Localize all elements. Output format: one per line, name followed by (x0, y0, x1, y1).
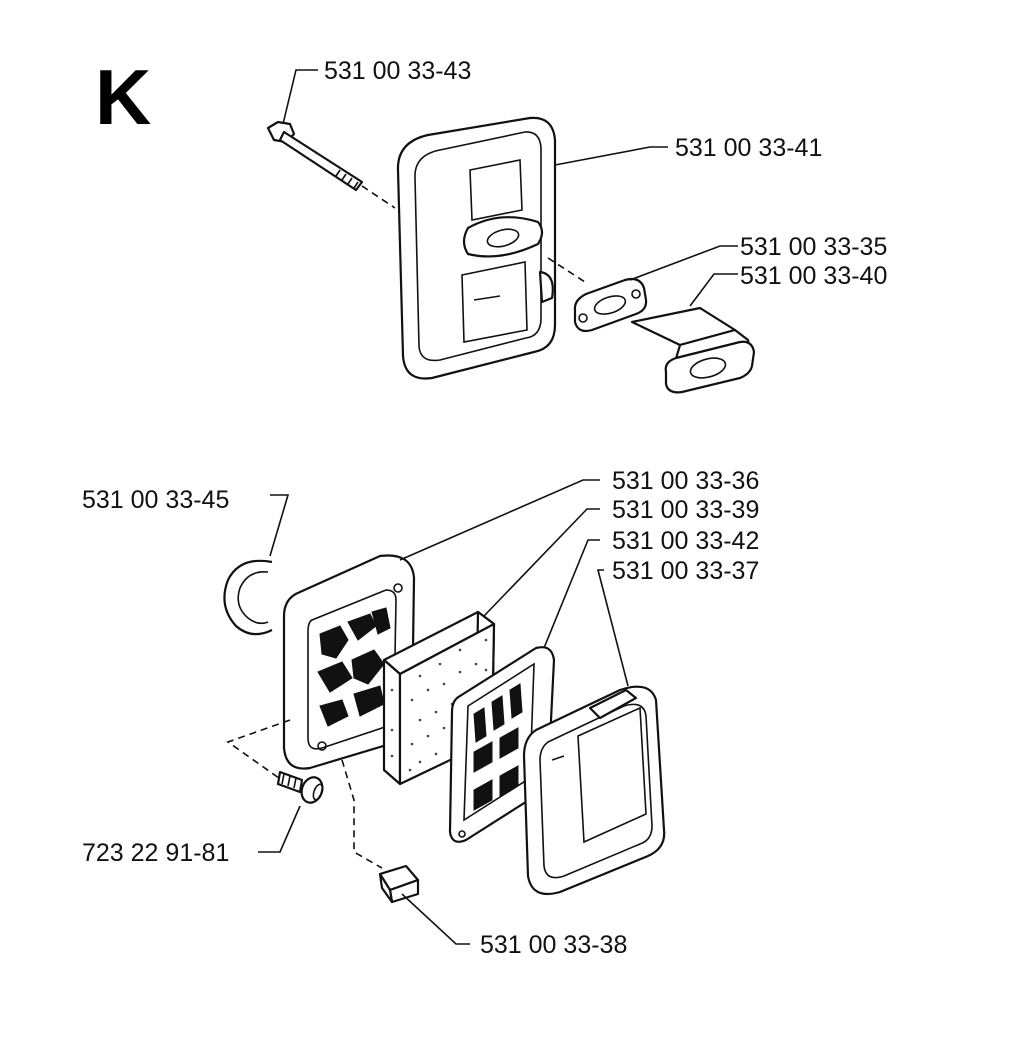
label-muffler: 531 00 33-41 (675, 134, 822, 162)
filter-o-ring (223, 559, 273, 636)
leader-filter-cover (596, 569, 629, 687)
label-gasket: 531 00 33-35 (740, 233, 887, 261)
filter-nut (378, 864, 420, 904)
exhaust-gasket (573, 277, 648, 333)
label-filter-sponge: 531 00 33-39 (612, 496, 759, 524)
filter-screw (276, 770, 324, 804)
label-filter-cover: 531 00 33-37 (612, 557, 759, 585)
label-nut: 531 00 33-38 (480, 931, 627, 959)
label-bolt: 531 00 33-43 (324, 57, 471, 85)
label-screw: 723 22 91-81 (82, 839, 229, 867)
leader-filter-housing (399, 479, 600, 561)
leader-filter-sponge (483, 508, 600, 617)
leader-deflector (689, 273, 738, 307)
leader-bolt (282, 69, 318, 125)
muffler-body (396, 116, 557, 380)
label-deflector: 531 00 33-40 (740, 262, 887, 290)
label-filter-holder: 531 00 33-42 (612, 527, 759, 555)
leader-nut (401, 893, 470, 945)
exhaust-deflector (630, 306, 756, 394)
leader-screw (258, 805, 301, 853)
muffler-bolt (266, 120, 396, 209)
section-letter: K (95, 53, 151, 141)
filter-cover (522, 685, 666, 896)
label-filter-housing: 531 00 33-36 (612, 467, 759, 495)
filter-housing (282, 554, 416, 770)
label-o-ring: 531 00 33-45 (82, 486, 229, 514)
assembly-line-nut (341, 759, 383, 869)
leader-gasket (629, 245, 738, 281)
leader-o-ring (269, 494, 290, 557)
assembly-line-gasket (547, 257, 586, 283)
leader-filter-holder (543, 539, 600, 649)
leader-muffler (554, 146, 668, 166)
